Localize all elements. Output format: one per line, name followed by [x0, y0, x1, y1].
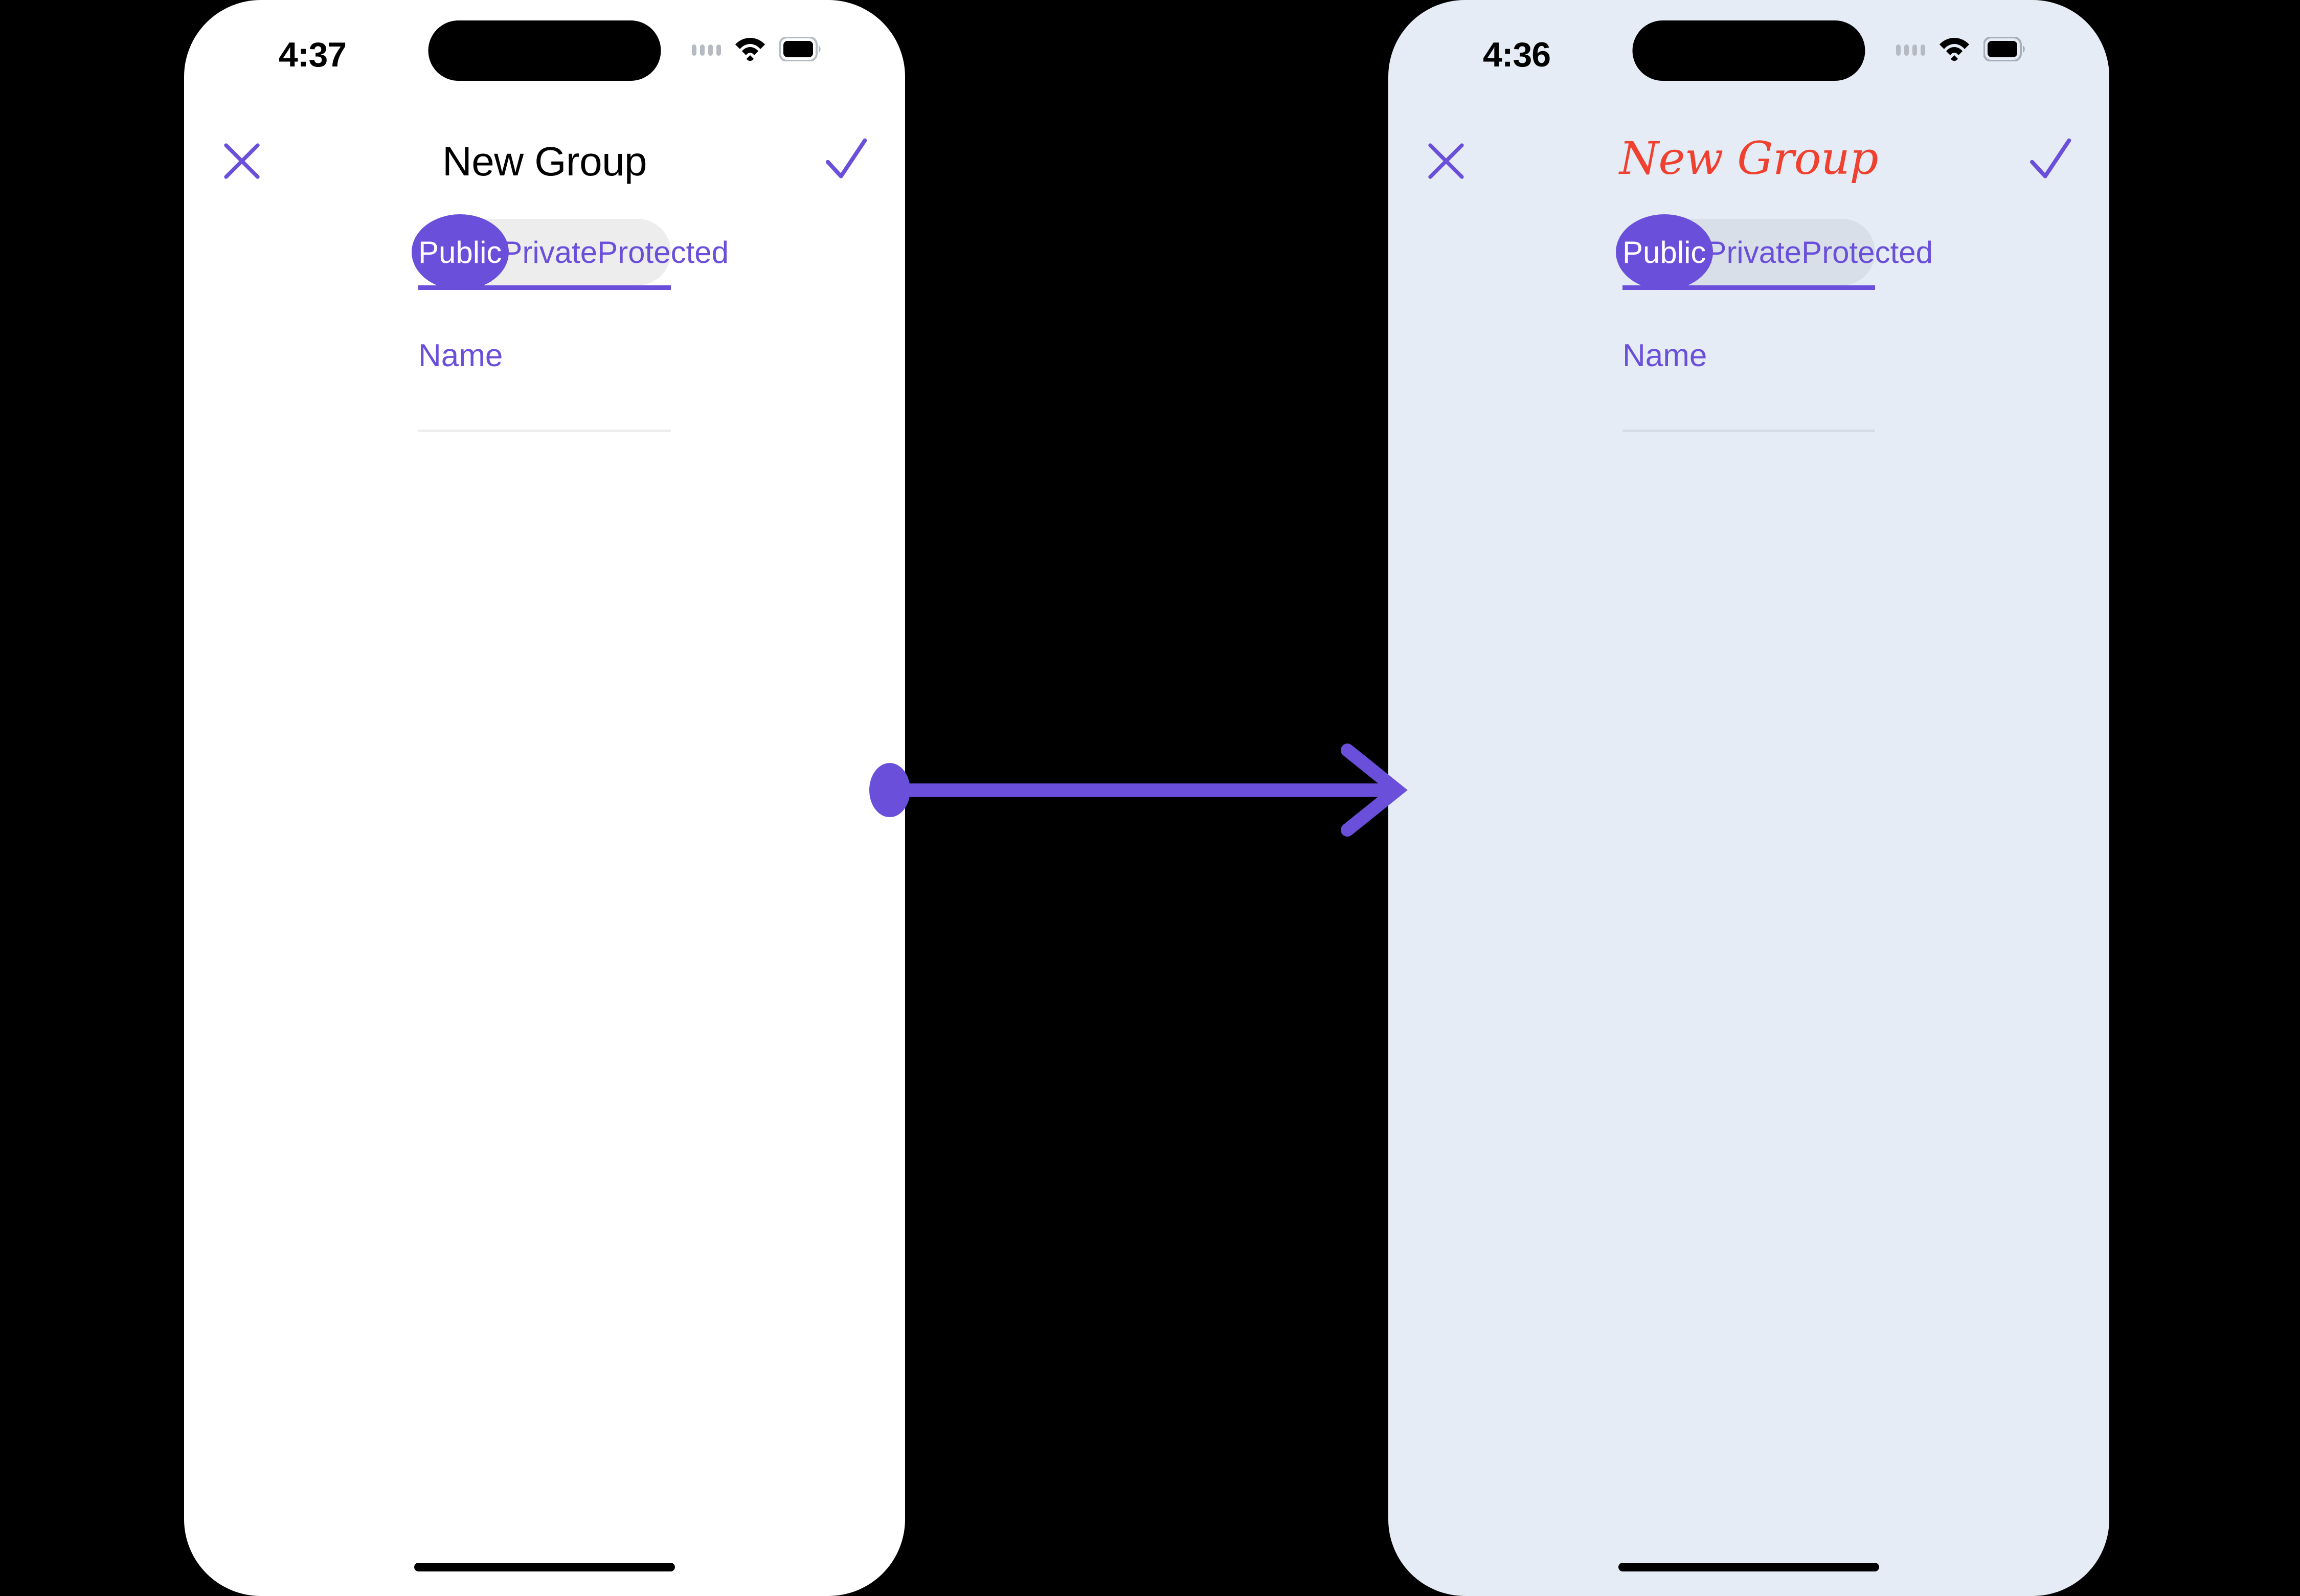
wifi-icon — [735, 38, 765, 61]
segmented-control-underline — [418, 285, 671, 290]
page-title: New Group — [1619, 132, 1879, 185]
status-bar-indicators — [692, 37, 822, 61]
status-bar: 4:36 — [1388, 0, 2109, 97]
checkmark-icon[interactable] — [817, 131, 874, 188]
battery-icon — [779, 37, 821, 61]
name-input-placeholder: Name — [1622, 338, 1707, 373]
segment-public[interactable]: Public — [411, 214, 509, 290]
battery-icon — [1983, 37, 2025, 61]
segment-label: Public — [1622, 235, 1706, 269]
segment-selection-pill — [411, 214, 509, 290]
segment-protected[interactable]: Protected — [1801, 219, 1933, 285]
phone-screen-after: 4:36 — [1388, 0, 2109, 1596]
segment-selection-pill — [1615, 214, 1713, 290]
segment-protected[interactable]: Protected — [597, 219, 729, 285]
home-indicator — [414, 1563, 675, 1571]
close-x-icon[interactable] — [215, 134, 269, 188]
signal-dots-icon — [1896, 42, 1925, 56]
segmented-control-items: Public Private Protected — [411, 214, 729, 290]
dynamic-island — [1632, 20, 1865, 81]
phone-screen-before: 4:37 — [184, 0, 905, 1596]
segment-public[interactable]: Public — [1615, 214, 1713, 290]
page-title: New Group — [442, 139, 647, 184]
name-input-underline — [418, 430, 671, 432]
close-x-icon[interactable] — [1419, 134, 1473, 188]
phone-mockup-before: 4:37 — [184, 0, 905, 1596]
checkmark-icon[interactable] — [2021, 131, 2079, 188]
segment-label: Private — [502, 235, 598, 269]
segment-private[interactable]: Private — [502, 219, 597, 285]
segment-label: Private — [1706, 235, 1802, 269]
segmented-control-items: Public Private Protected — [1615, 214, 1933, 290]
home-indicator — [1618, 1563, 1879, 1571]
navigation-bar: New Group — [1388, 123, 2109, 205]
segment-label: Public — [418, 235, 502, 269]
name-input-field[interactable]: Name — [418, 338, 671, 432]
transition-arrow — [869, 744, 1408, 837]
status-bar-indicators — [1896, 37, 2026, 61]
segment-label: Protected — [597, 235, 729, 269]
status-bar: 4:37 — [184, 0, 905, 97]
phone-mockup-after: 4:36 — [1388, 0, 2109, 1596]
status-bar-time: 4:36 — [1483, 35, 1551, 74]
navigation-bar: New Group — [184, 123, 905, 205]
name-input-placeholder: Name — [418, 338, 503, 373]
name-input-underline — [1622, 430, 1875, 432]
segment-private[interactable]: Private — [1706, 219, 1801, 285]
visibility-segmented-control[interactable]: Public Private Protected — [411, 214, 729, 301]
segmented-control-underline — [1622, 285, 1875, 290]
signal-dots-icon — [692, 42, 721, 56]
dynamic-island — [428, 20, 661, 81]
status-bar-time: 4:37 — [279, 35, 347, 74]
segment-label: Protected — [1801, 235, 1933, 269]
visibility-segmented-control[interactable]: Public Private Protected — [1615, 214, 1933, 301]
name-input-field[interactable]: Name — [1622, 338, 1875, 432]
wifi-icon — [1940, 38, 1969, 61]
